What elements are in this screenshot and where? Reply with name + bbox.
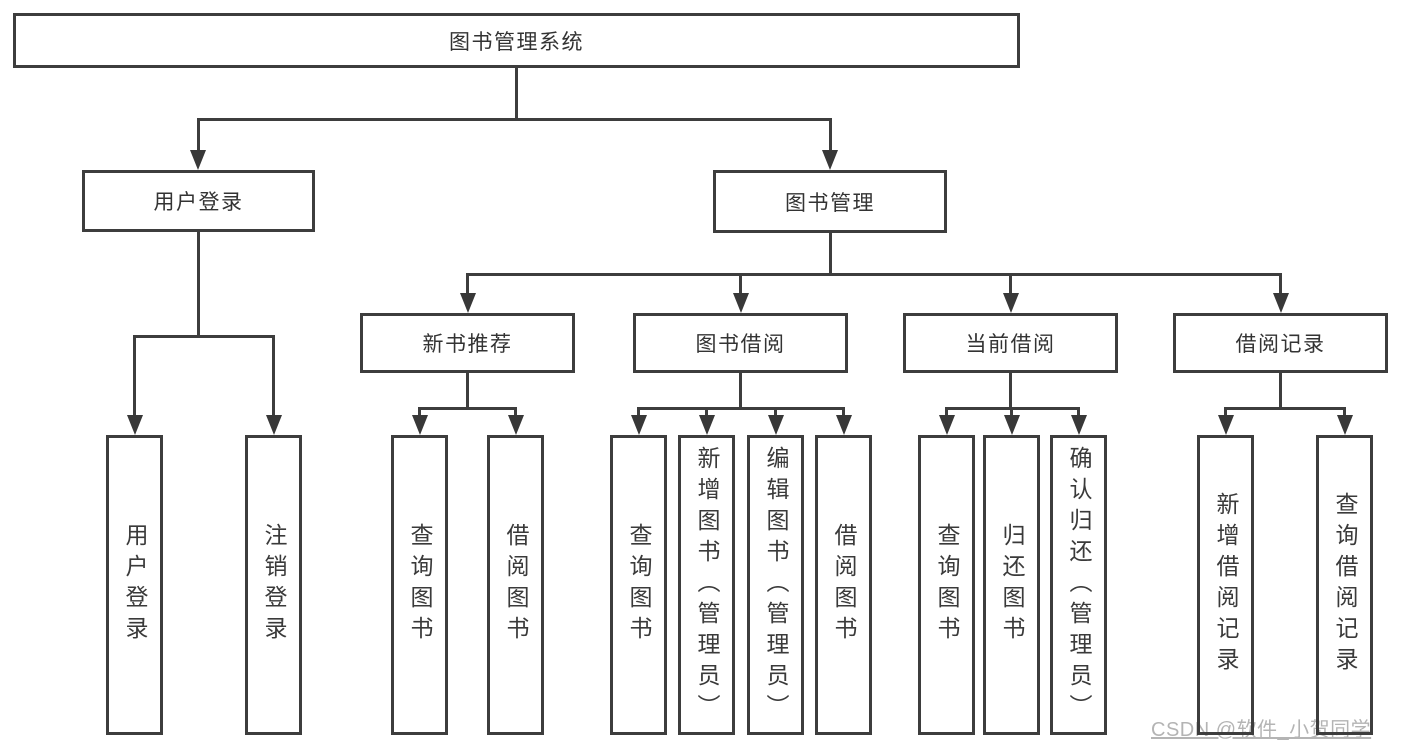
leaf-add-borrow-record-label: 新增借阅记录 — [1213, 492, 1239, 678]
connector-vline — [514, 408, 517, 421]
leaf-user-login: 用户登录 — [106, 435, 163, 735]
leaf-logout-login-label: 注销登录 — [261, 523, 287, 647]
node-borrow-records-label: 借阅记录 — [1235, 333, 1326, 356]
leaf-query-books-3-label: 查询图书 — [934, 523, 960, 647]
connector-vline — [418, 408, 421, 421]
connector-vline — [466, 373, 469, 408]
arrow-down-icon — [630, 415, 647, 435]
connector-hline — [637, 406, 845, 410]
leaf-confirm-return-admin: 确认归还（管理员） — [1050, 435, 1107, 735]
node-book-management-label: 图书管理 — [785, 191, 875, 215]
arrow-down-icon — [1217, 415, 1234, 435]
connector-vline — [272, 336, 275, 421]
leaf-query-books-2-label: 查询图书 — [626, 523, 652, 647]
connector-vline — [1224, 408, 1227, 421]
node-user-login: 用户登录 — [82, 170, 315, 232]
node-root: 图书管理系统 — [13, 13, 1020, 68]
arrow-down-icon — [459, 293, 476, 313]
connector-hline — [466, 272, 1282, 276]
leaf-query-books-3: 查询图书 — [918, 435, 975, 735]
leaf-query-borrow-record-label: 查询借阅记录 — [1332, 492, 1358, 678]
connector-vline — [705, 408, 708, 421]
connector-vline — [637, 408, 640, 421]
connector-vline — [1279, 373, 1282, 408]
connector-hline — [418, 406, 517, 410]
arrow-down-icon — [411, 415, 428, 435]
leaf-add-book-admin-label: 新增图书（管理员） — [694, 445, 720, 725]
leaf-borrow-books-2-label: 借阅图书 — [831, 523, 857, 647]
arrow-down-icon — [507, 415, 524, 435]
leaf-edit-book-admin-label: 编辑图书（管理员） — [763, 445, 789, 725]
arrow-down-icon — [835, 415, 852, 435]
arrow-down-icon — [190, 150, 206, 170]
arrow-down-icon — [698, 415, 715, 435]
node-current-borrow: 当前借阅 — [903, 313, 1118, 373]
leaf-borrow-books-1-label: 借阅图书 — [503, 523, 529, 647]
leaf-logout-login: 注销登录 — [245, 435, 302, 735]
leaf-add-book-admin: 新增图书（管理员） — [678, 435, 735, 735]
arrow-down-icon — [822, 150, 838, 170]
arrow-down-icon — [265, 415, 282, 435]
connector-vline — [133, 336, 136, 421]
node-book-borrow: 图书借阅 — [633, 313, 848, 373]
arrow-down-icon — [732, 293, 749, 313]
leaf-return-books-label: 归还图书 — [999, 523, 1025, 647]
node-book-borrow-label: 图书借阅 — [695, 333, 786, 356]
arrow-down-icon — [1070, 415, 1087, 435]
connector-vline — [774, 408, 777, 421]
node-new-book-recommend: 新书推荐 — [360, 313, 575, 373]
leaf-edit-book-admin: 编辑图书（管理员） — [747, 435, 804, 735]
leaf-borrow-books-1: 借阅图书 — [487, 435, 544, 735]
leaf-query-books-1-label: 查询图书 — [407, 523, 433, 647]
node-current-borrow-label: 当前借阅 — [965, 333, 1056, 356]
connector-vline — [945, 408, 948, 421]
connector-hline — [133, 334, 275, 338]
arrow-down-icon — [1003, 415, 1020, 435]
arrow-down-icon — [1272, 293, 1289, 313]
connector-vline — [842, 408, 845, 421]
connector-vline — [1077, 408, 1080, 421]
leaf-query-books-2: 查询图书 — [610, 435, 667, 735]
connector-vline — [1009, 373, 1012, 408]
connector-vline — [1343, 408, 1346, 421]
leaf-user-login-label: 用户登录 — [122, 523, 148, 647]
connector-hline — [945, 406, 1080, 410]
arrow-down-icon — [938, 415, 955, 435]
connector-vline — [739, 373, 742, 408]
leaf-borrow-books-2: 借阅图书 — [815, 435, 872, 735]
connector-vline — [196, 232, 200, 336]
arrow-down-icon — [1002, 293, 1019, 313]
node-user-login-label: 用户登录 — [153, 191, 244, 214]
connector-vline — [1009, 274, 1012, 299]
node-borrow-records: 借阅记录 — [1173, 313, 1388, 373]
leaf-confirm-return-admin-label: 确认归还（管理员） — [1066, 445, 1092, 725]
connector-hline — [1224, 406, 1346, 410]
connector-vline — [828, 233, 832, 274]
connector-vline — [739, 274, 742, 299]
connector-vline — [515, 68, 518, 119]
node-book-management: 图书管理 — [713, 170, 947, 233]
leaf-query-borrow-record: 查询借阅记录 — [1316, 435, 1373, 735]
csdn-watermark: CSDN @软件_小贺同学 — [1151, 719, 1372, 741]
node-root-label: 图书管理系统 — [449, 30, 584, 54]
arrow-down-icon — [1336, 415, 1353, 435]
arrow-down-icon — [126, 415, 143, 435]
connector-hline — [196, 117, 832, 121]
connector-vline — [196, 119, 200, 156]
connector-vline — [828, 119, 832, 156]
leaf-return-books: 归还图书 — [983, 435, 1040, 735]
connector-vline — [1010, 408, 1013, 421]
leaf-query-books-1: 查询图书 — [391, 435, 448, 735]
leaf-add-borrow-record: 新增借阅记录 — [1197, 435, 1254, 735]
arrow-down-icon — [767, 415, 784, 435]
connector-vline — [466, 274, 469, 299]
connector-vline — [1279, 274, 1282, 299]
node-new-book-recommend-label: 新书推荐 — [422, 333, 513, 356]
